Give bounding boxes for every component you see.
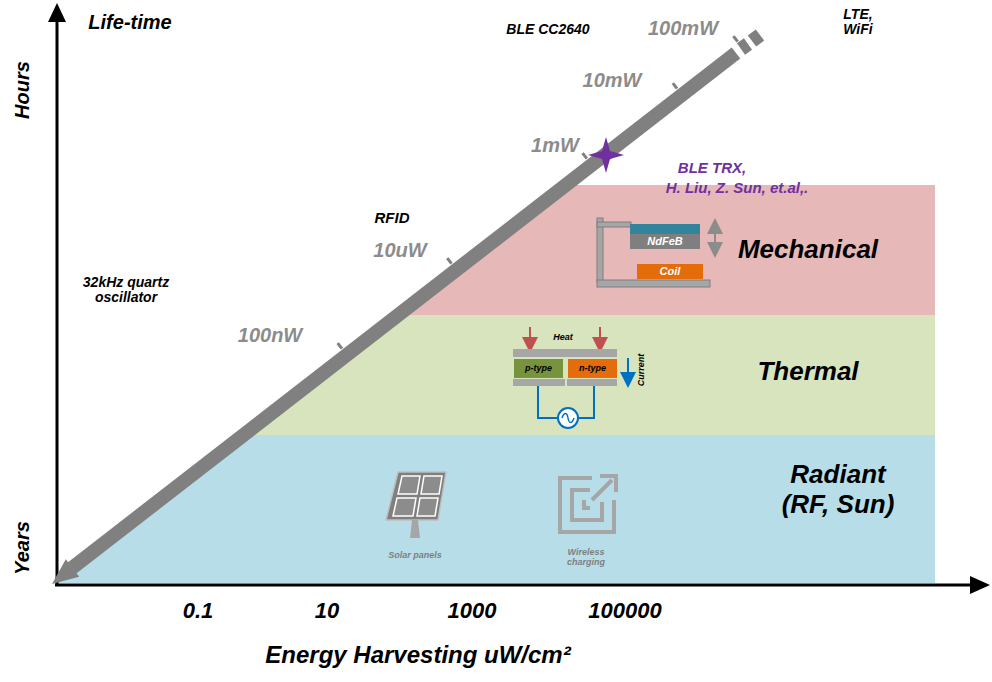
n-type-leg: n-type bbox=[568, 359, 617, 378]
reference-label: H. Liu, Z. Sun, et.al,. bbox=[666, 180, 809, 197]
icon-label: Solar panels bbox=[388, 551, 442, 561]
energy-band: Radiant (RF, Sun) bbox=[57, 435, 935, 583]
block-label: p-type bbox=[525, 364, 552, 374]
energy-band: Thermal p-type n-type bbox=[244, 315, 935, 435]
magnet-block: NdFeB bbox=[630, 234, 700, 249]
coil-block: Coil bbox=[637, 264, 703, 279]
scale-tick bbox=[447, 258, 451, 264]
band-title: Radiant (RF, Sun) bbox=[763, 460, 913, 520]
icon-label: Current bbox=[637, 354, 647, 387]
power-tick-label: 100mW bbox=[648, 17, 718, 39]
x-axis-head bbox=[970, 576, 990, 594]
energy-band: Mechanical NdFeB Coil bbox=[398, 185, 935, 315]
scale-tick bbox=[583, 153, 587, 159]
block-label: NdFeB bbox=[647, 235, 682, 247]
block-label: Coil bbox=[660, 265, 681, 277]
device-label: LTE, WiFi bbox=[834, 7, 882, 38]
axis-end-label: Years bbox=[11, 521, 33, 575]
device-label: BLE CC2640 bbox=[506, 22, 589, 37]
scale-tick bbox=[673, 83, 677, 89]
block-label: n-type bbox=[579, 364, 606, 374]
axis-title: Energy Harvesting uW/cm² bbox=[265, 642, 570, 668]
icon-label: Wireless charging bbox=[556, 548, 616, 568]
scale-tick bbox=[733, 36, 737, 42]
power-tick-label: 1mW bbox=[531, 134, 579, 156]
axis-tick-label: 10 bbox=[315, 599, 339, 623]
axis-tick-label: 1000 bbox=[448, 599, 497, 623]
scale-tick bbox=[338, 343, 342, 349]
x-axis bbox=[55, 584, 972, 587]
power-tick-label: 10uW bbox=[373, 239, 426, 261]
icon-label: Heat bbox=[553, 333, 573, 343]
y-axis-head bbox=[48, 3, 66, 22]
power-tick-label: 10mW bbox=[583, 69, 642, 91]
star-marker bbox=[588, 137, 624, 173]
axis-tick-label: 0.1 bbox=[183, 599, 214, 623]
band-title: Thermal bbox=[757, 357, 858, 387]
band-title: Mechanical bbox=[738, 235, 878, 265]
power-tick-label: 100nW bbox=[238, 324, 302, 346]
axis-end-label: Hours bbox=[11, 61, 33, 119]
device-label: RFID bbox=[375, 210, 410, 227]
reference-label: BLE TRX, bbox=[678, 160, 746, 177]
axis-title: Life-time bbox=[88, 11, 171, 33]
y-axis bbox=[56, 20, 59, 585]
p-type-leg: p-type bbox=[514, 359, 563, 378]
device-label: 32kHz quartz oscillator bbox=[66, 275, 186, 306]
axis-tick-label: 100000 bbox=[588, 599, 661, 623]
